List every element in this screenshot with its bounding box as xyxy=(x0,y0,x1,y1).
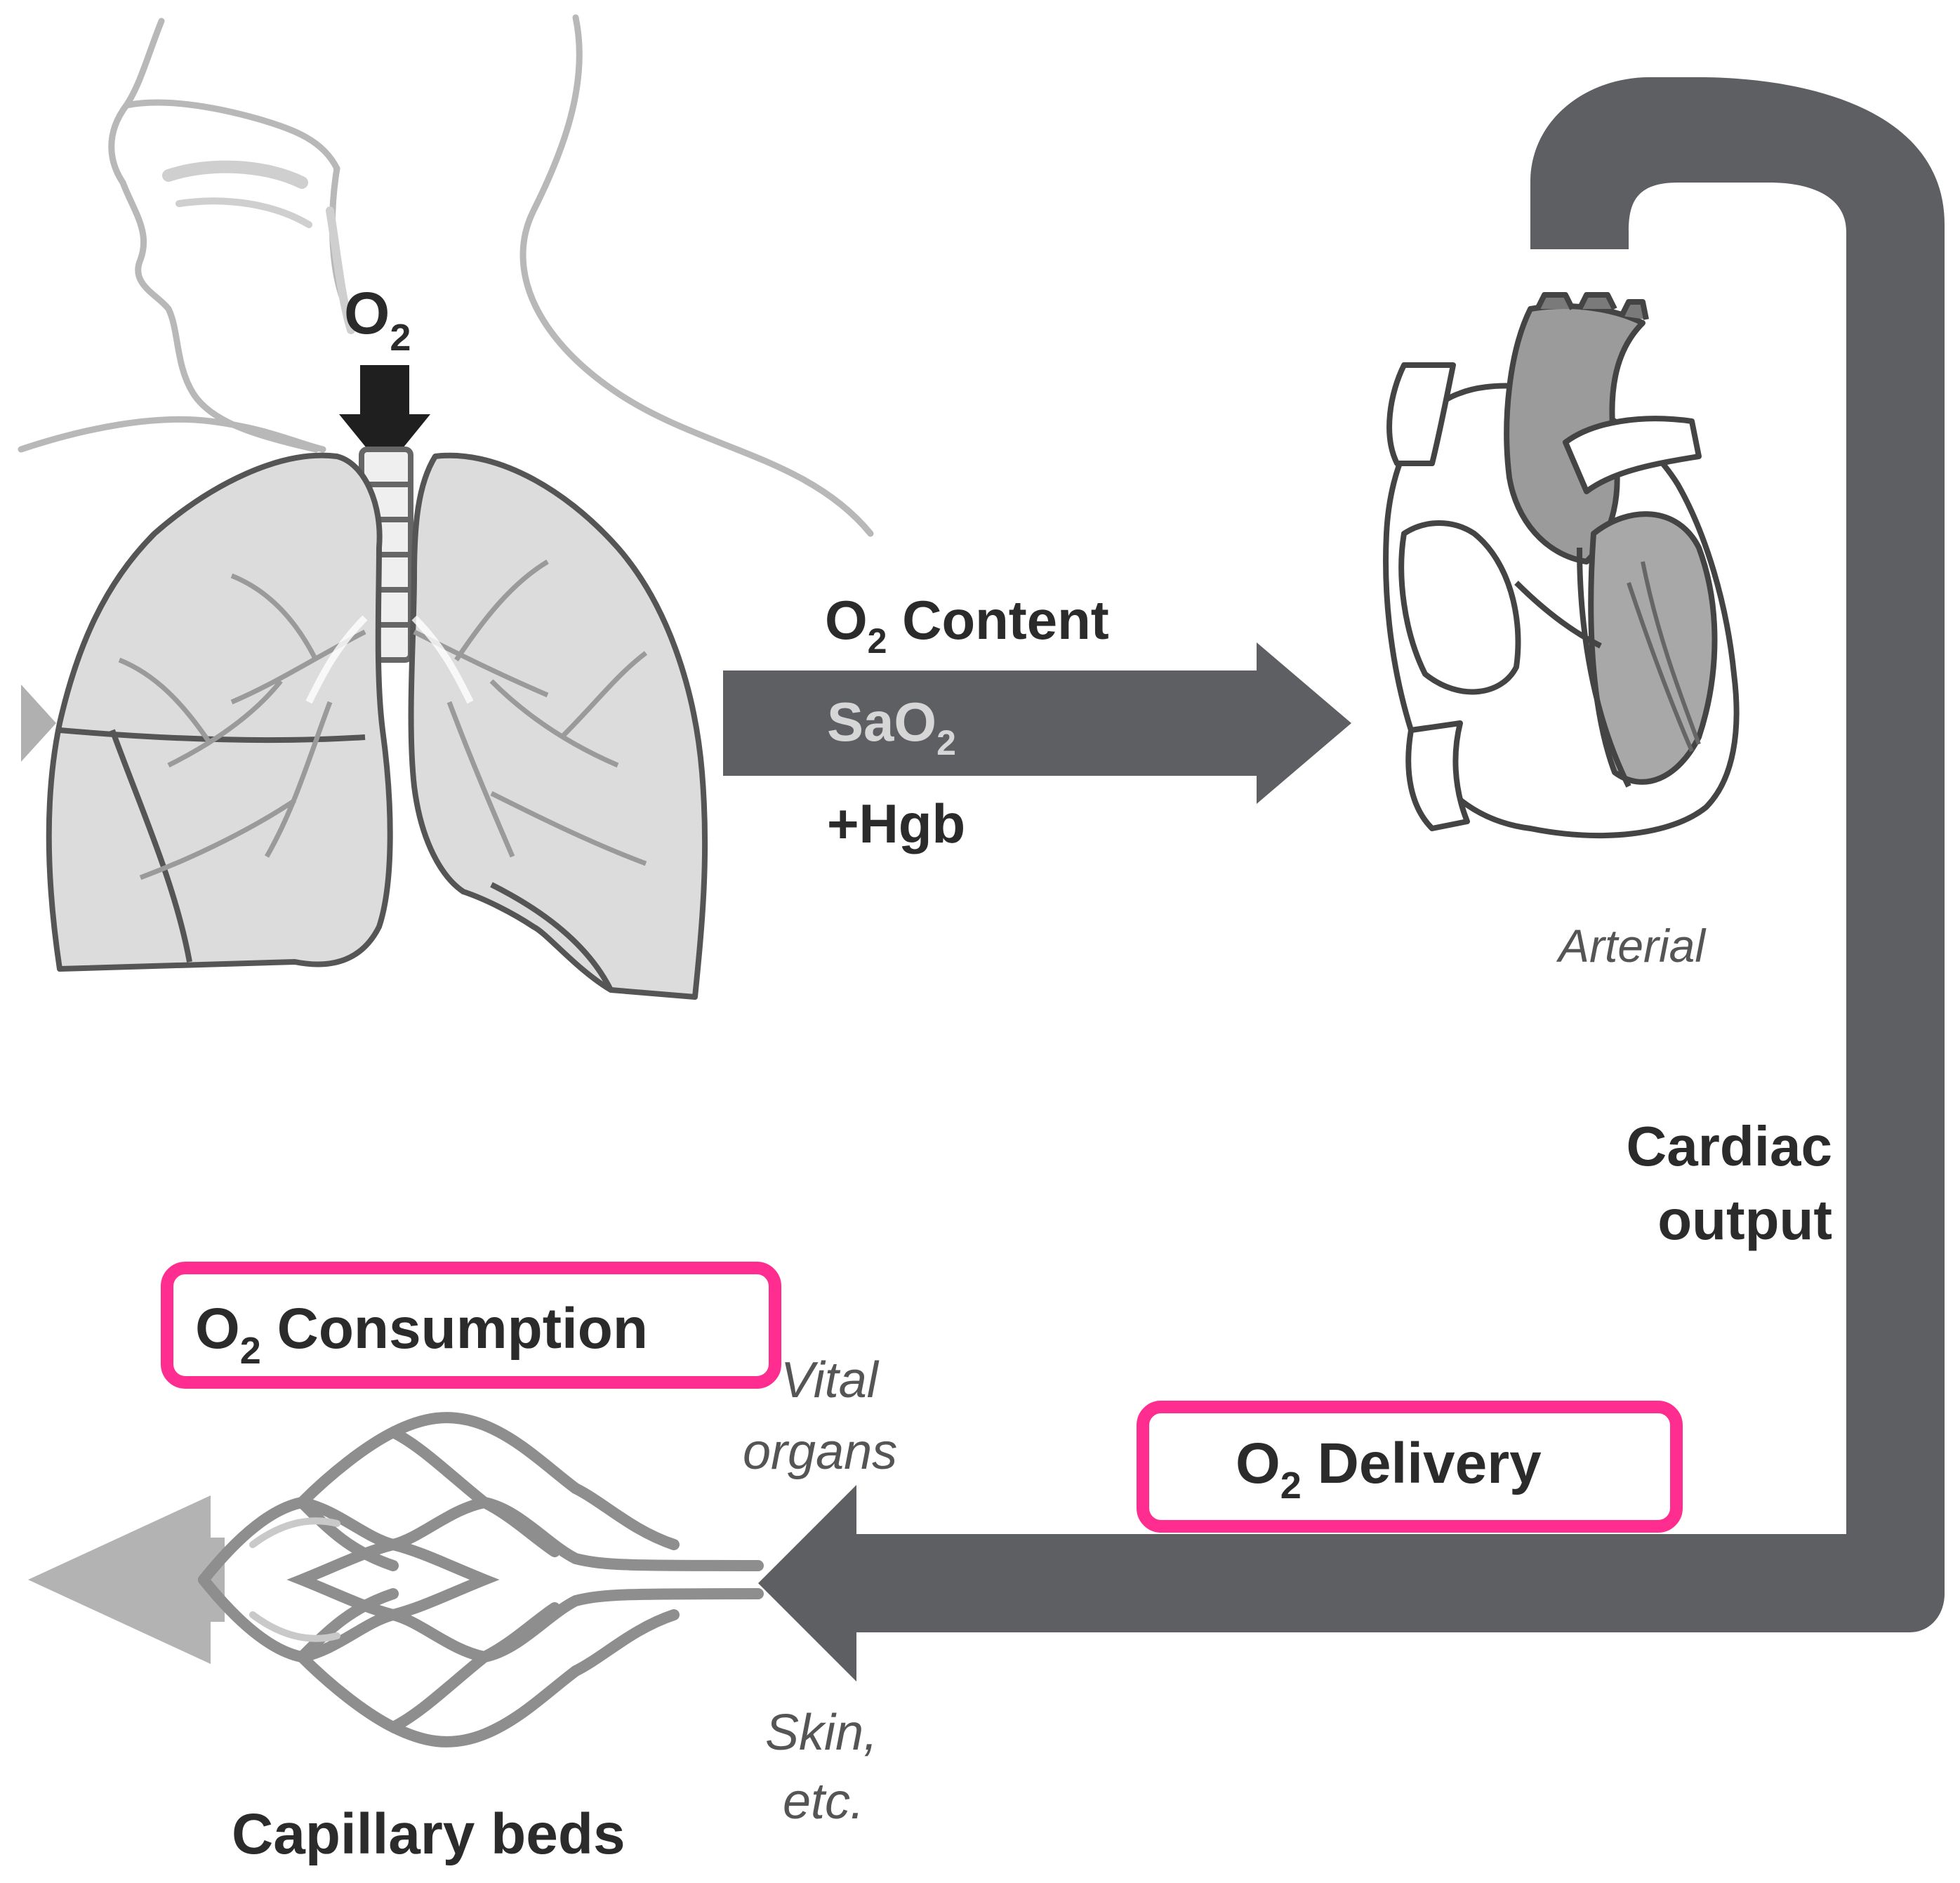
o2-consumption-label: O2 Consumption xyxy=(195,1297,648,1372)
right-lung xyxy=(49,456,390,969)
capillary-network-icon xyxy=(28,1418,758,1742)
o2-content-label: O2 Content xyxy=(825,589,1109,661)
vital-organs-label-line2: organs xyxy=(743,1424,897,1480)
left-lung xyxy=(411,456,706,997)
hgb-label: +Hgb xyxy=(827,793,965,854)
o2-inhaled-label: O2 xyxy=(344,280,411,359)
lungs-icon xyxy=(49,456,705,997)
arterial-label: Arterial xyxy=(1556,920,1707,972)
left-edge-arrow xyxy=(21,685,56,762)
cardiac-output-label-line2: output xyxy=(1657,1189,1832,1251)
inferior-vena-cava xyxy=(1408,723,1467,828)
capillary-beds-label: Capillary beds xyxy=(232,1802,625,1866)
skin-label-line1: Skin, xyxy=(765,1705,878,1761)
venous-outflow-arrow xyxy=(28,1495,225,1664)
cardiac-output-label-line1: Cardiac xyxy=(1627,1115,1832,1177)
skin-label-line2: etc. xyxy=(783,1773,864,1830)
oxygen-content-arrow xyxy=(723,642,1351,804)
vital-organs-label-line1: Vital xyxy=(781,1352,880,1408)
heart-icon xyxy=(1386,295,1737,835)
